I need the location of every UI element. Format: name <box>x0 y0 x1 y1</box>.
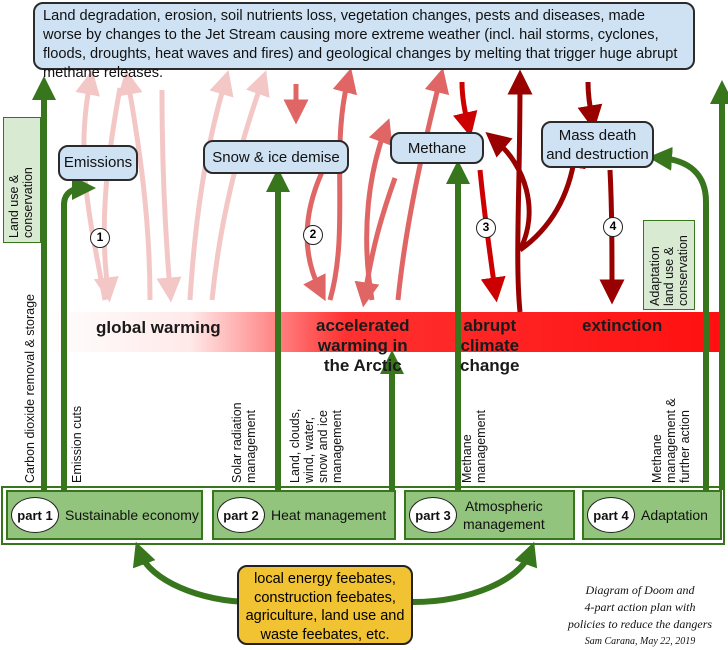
extinction-label: extinction <box>582 316 663 335</box>
part-3-label-line-1: Atmospheric <box>464 498 543 514</box>
mass-death-label-1: Mass death <box>558 127 637 144</box>
land-clouds-line-2: wind, water, <box>302 416 316 483</box>
arctic-line-1: accelerated <box>316 316 410 335</box>
methane-mgmt-line-2: management <box>474 410 488 483</box>
part-2-badge: part 2 <box>217 497 265 533</box>
adaptation-line-3: conservation <box>676 235 690 306</box>
part-4-box: part 4 Adaptation <box>582 490 722 540</box>
land-use-line-1: Land use & <box>7 174 21 238</box>
methane-further-line-3: further action <box>678 410 692 483</box>
part-3-box: part 3 Atmospheric management <box>404 490 575 540</box>
step-number-1: 1 <box>90 228 110 248</box>
land-clouds-label: Land, clouds, wind, water, snow and ice … <box>288 409 344 483</box>
arctic-feedback-arrows <box>283 67 450 308</box>
srm-label: Solar radiation management <box>230 402 258 483</box>
part-4-label: Adaptation <box>641 507 708 523</box>
caption-credit: Sam Carana, May 22, 2019 <box>584 636 696 647</box>
part-3-label: Atmospheric management <box>463 497 545 533</box>
step-number-3: 3 <box>476 218 496 238</box>
carbon-dioxide-label: Carbon dioxide removal & storage <box>23 294 37 483</box>
emission-cuts-label: Emission cuts <box>70 405 84 483</box>
part-4-badge: part 4 <box>587 497 635 533</box>
land-clouds-line-3: snow and ice <box>316 410 330 483</box>
methane-node: Methane <box>390 132 484 164</box>
caption-line-2: 4-part action plan with <box>584 600 696 614</box>
land-clouds-line-4: management <box>330 410 344 483</box>
land-clouds-line-1: Land, clouds, <box>288 408 302 483</box>
step-number-2: 2 <box>303 225 323 245</box>
mass-death-label-2: and destruction <box>546 146 649 163</box>
policies-line-3: agriculture, land use and <box>245 608 405 624</box>
snow-ice-node: Snow & ice demise <box>203 140 349 174</box>
snow-ice-label: Snow & ice demise <box>212 149 340 166</box>
step-number-4: 4 <box>603 217 623 237</box>
policies-line-4: waste feebates, etc. <box>260 626 390 643</box>
methane-further-line-2: management & <box>664 398 678 483</box>
action-arrows <box>32 76 728 605</box>
part-1-box: part 1 Sustainable economy <box>6 490 203 540</box>
abrupt-change-label: abrupt climate change <box>460 316 520 376</box>
land-use-box <box>3 117 41 243</box>
abrupt-line-1: abrupt <box>463 316 517 335</box>
impacts-text: Land degradation, erosion, soil nutrient… <box>43 8 678 81</box>
methane-further-label: Methane management & further action <box>650 398 692 483</box>
policies-line-1: local energy feebates, <box>254 571 396 587</box>
part-3-badge: part 3 <box>409 497 457 533</box>
arctic-warming-label: accelerated warming in the Arctic <box>316 316 410 376</box>
abrupt-change-arrows <box>453 81 506 303</box>
action-plan-frame <box>1 486 725 545</box>
arctic-line-3: the Arctic <box>323 356 402 375</box>
adaptation-box <box>643 220 695 310</box>
adaptation-line-2: land use & <box>662 246 676 306</box>
arctic-line-2: warming in <box>317 336 408 355</box>
adaptation-label: Adaptation land use & conservation <box>648 235 690 306</box>
part-1-badge: part 1 <box>11 497 59 533</box>
land-use-line-2: conservation <box>21 167 35 238</box>
methane-label: Methane <box>407 140 467 157</box>
policies-box: local energy feebates, construction feeb… <box>237 565 413 645</box>
diagram-caption: Diagram of Doom and 4-part action plan w… <box>560 582 720 650</box>
srm-line-2: management <box>244 410 258 483</box>
part-3-label-line-2: management <box>463 516 545 532</box>
part-2-label: Heat management <box>271 507 387 523</box>
mass-death-node: Mass death and destruction <box>541 121 654 168</box>
methane-further-line-1: Methane <box>650 434 664 483</box>
global-warming-label: global warming <box>96 318 221 337</box>
land-use-label: Land use & conservation <box>7 167 35 238</box>
extinction-arrows <box>485 69 625 313</box>
caption-line-3: policies to reduce the dangers <box>567 617 713 631</box>
srm-line-1: Solar radiation <box>230 402 244 483</box>
emissions-node: Emissions <box>58 145 138 181</box>
caption-line-1: Diagram of Doom and <box>585 583 695 597</box>
abrupt-line-2: climate <box>460 336 520 355</box>
methane-management-label: Methane management <box>460 410 488 483</box>
policies-line-2: construction feebates, <box>254 589 396 606</box>
adaptation-line-1: Adaptation <box>648 246 662 306</box>
global-warming-feedback-arrows <box>75 69 270 303</box>
abrupt-line-3: change <box>460 356 520 375</box>
methane-mgmt-line-1: Methane <box>460 434 474 483</box>
emissions-label: Emissions <box>63 154 133 171</box>
warming-band <box>40 312 722 352</box>
impacts-box: Land degradation, erosion, soil nutrient… <box>33 2 695 81</box>
part-2-box: part 2 Heat management <box>212 490 396 540</box>
part-1-label: Sustainable economy <box>65 507 199 523</box>
